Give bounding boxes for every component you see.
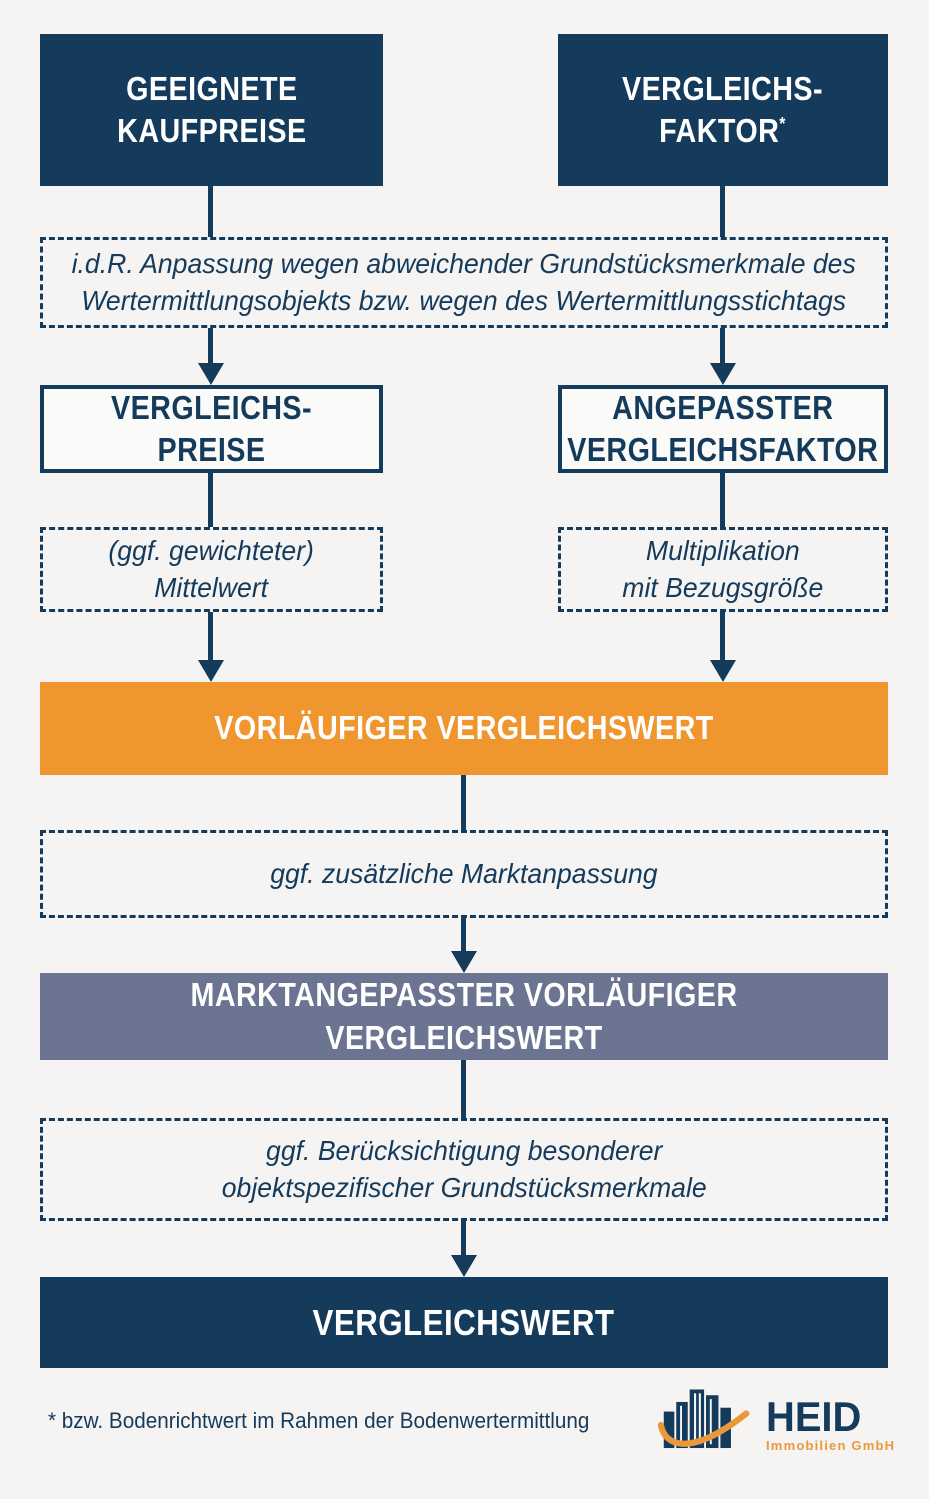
connector-line	[461, 775, 466, 830]
arrow-down-icon	[710, 363, 736, 385]
arrow-line	[720, 328, 725, 363]
logo-subtitle: Immobilien GmbH	[766, 1438, 896, 1454]
node-label: VERGLEICHSWERT	[313, 1301, 615, 1343]
node-label: MARKTANGEPASSTER VORLÄUFIGER VERGLEICHSW…	[190, 976, 738, 1056]
node-label: VERGLEICHS- FAKTOR	[622, 69, 824, 149]
connector-line	[208, 186, 213, 237]
node-vergleichsfaktor: VERGLEICHS- FAKTOR*	[558, 34, 888, 186]
logo-name: HEID	[766, 1392, 862, 1440]
footnote-marker: *	[779, 114, 787, 134]
heid-building-icon	[658, 1389, 750, 1449]
connector-line	[461, 1060, 466, 1118]
arrow-line	[461, 1221, 466, 1255]
note-text: i.d.R. Anpassung wegen abweichender Grun…	[71, 247, 857, 316]
logo-text: HEID Immobilien GmbH	[766, 1392, 896, 1454]
connector-line	[720, 473, 725, 527]
node-anpassung-note: i.d.R. Anpassung wegen abweichender Grun…	[40, 237, 888, 328]
arrow-line	[208, 328, 213, 363]
node-vergleichswert: VERGLEICHSWERT	[40, 1277, 888, 1368]
arrow-down-icon	[710, 660, 736, 682]
footnote: * bzw. Bodenrichtwert im Rahmen der Bode…	[48, 1408, 590, 1433]
connector-line	[720, 186, 725, 237]
note-text: ggf. Berücksichtigung besonderer objekts…	[221, 1134, 707, 1203]
node-marktangepasster-vergleichswert: MARKTANGEPASSTER VORLÄUFIGER VERGLEICHSW…	[40, 973, 888, 1060]
node-label: VORLÄUFIGER VERGLEICHSWERT	[214, 709, 714, 747]
node-label: GEEIGNETE KAUFPREISE	[116, 69, 307, 149]
arrow-down-icon	[451, 1255, 477, 1277]
arrow-line	[461, 918, 466, 951]
node-mittelwert-note: (ggf. gewichteter) Mittelwert	[40, 527, 383, 612]
arrow-line	[208, 612, 213, 660]
note-text: (ggf. gewichteter) Mittelwert	[108, 534, 315, 603]
note-text: Multiplikation mit Bezugsgröße	[622, 534, 824, 603]
node-angepasster-vergleichsfaktor: ANGEPASSTER VERGLEICHSFAKTOR	[558, 385, 888, 473]
node-geeignete-kaufpreise: GEEIGNETE KAUFPREISE	[40, 34, 383, 186]
heid-logo: HEID Immobilien GmbH	[658, 1380, 894, 1470]
node-vorlaeufiger-vergleichswert: VORLÄUFIGER VERGLEICHSWERT	[40, 682, 888, 775]
node-label: ANGEPASSTER VERGLEICHSFAKTOR	[567, 388, 879, 468]
node-marktanpassung-note: ggf. zusätzliche Marktanpassung	[40, 830, 888, 918]
connector-line	[208, 473, 213, 527]
node-vergleichspreise: VERGLEICHS- PREISE	[40, 385, 383, 473]
arrow-line	[720, 612, 725, 660]
arrow-down-icon	[451, 951, 477, 973]
note-text: ggf. zusätzliche Marktanpassung	[270, 857, 658, 889]
node-label: VERGLEICHS- PREISE	[111, 388, 312, 468]
arrow-down-icon	[198, 660, 224, 682]
node-grundstuecksmerkmale-note: ggf. Berücksichtigung besonderer objekts…	[40, 1118, 888, 1221]
node-multiplikation-note: Multiplikation mit Bezugsgröße	[558, 527, 888, 612]
arrow-down-icon	[198, 363, 224, 385]
